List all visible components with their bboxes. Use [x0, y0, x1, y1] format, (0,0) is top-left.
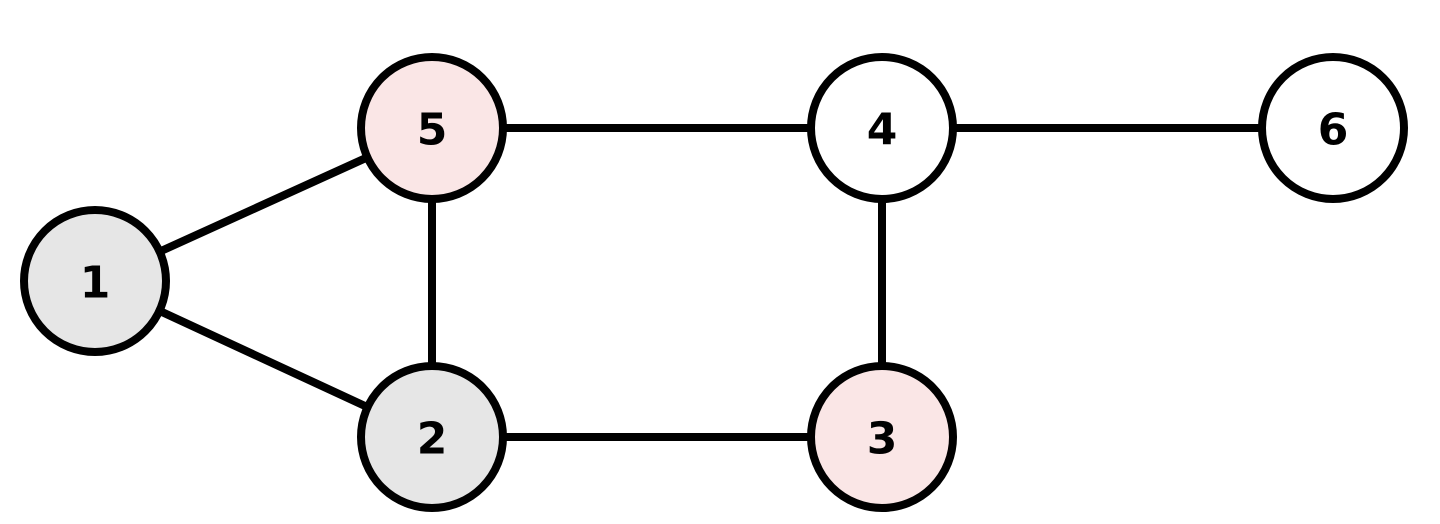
node-circle-4	[807, 53, 957, 203]
node-2: 2	[357, 362, 507, 512]
node-6: 6	[1258, 53, 1408, 203]
edges-layer	[91, 124, 1337, 441]
node-3: 3	[807, 362, 957, 512]
node-label-1: 1	[80, 258, 111, 309]
node-circle-5	[357, 53, 507, 203]
node-circle-1	[20, 206, 170, 356]
node-4: 4	[807, 53, 957, 203]
node-label-5: 5	[417, 105, 448, 156]
node-label-4: 4	[867, 105, 898, 156]
node-circle-6	[1258, 53, 1408, 203]
node-circle-2	[357, 362, 507, 512]
node-5: 5	[357, 53, 507, 203]
node-label-6: 6	[1318, 105, 1349, 156]
node-circle-3	[807, 362, 957, 512]
node-label-3: 3	[867, 414, 898, 465]
node-1: 1	[20, 206, 170, 356]
node-label-2: 2	[417, 414, 448, 465]
nodes-layer: 1 2 3 4 5 6	[20, 53, 1408, 512]
